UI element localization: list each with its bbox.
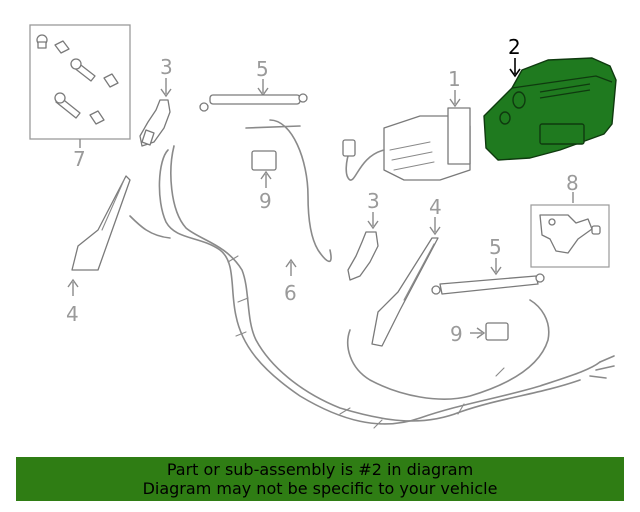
part-7-hardware-kit[interactable] — [29, 24, 131, 148]
callout-3-right: 3 — [367, 189, 380, 213]
callout-5-lower: 5 — [489, 235, 502, 259]
part-4-gas-strut-right[interactable] — [371, 217, 441, 347]
part-4-gas-strut-left[interactable] — [67, 175, 131, 296]
callout-4-left: 4 — [66, 302, 79, 326]
part-2-highlighted-module[interactable] — [483, 57, 617, 161]
callout-4-right: 4 — [429, 195, 442, 219]
part-8-hinge-bracket[interactable] — [530, 192, 610, 268]
part-5-support-rod-upper[interactable] — [199, 79, 308, 112]
part-1-control-module[interactable] — [342, 90, 471, 181]
callout-1: 1 — [448, 67, 461, 91]
part-5-support-rod-lower[interactable] — [431, 258, 545, 295]
callout-8: 8 — [566, 171, 579, 195]
callout-9-lower: 9 — [450, 322, 463, 346]
callout-7: 7 — [73, 147, 86, 171]
callout-6: 6 — [284, 281, 297, 305]
part-6-cable-harness[interactable] — [129, 119, 615, 429]
part-9-bracket-upper[interactable] — [251, 150, 277, 188]
banner-line-2: Diagram may not be specific to your vehi… — [142, 479, 498, 498]
part-3-lock-actuator-left[interactable] — [139, 78, 172, 147]
part-9-bracket-lower[interactable] — [470, 322, 509, 341]
banner-line-1: Part or sub-assembly is #2 in diagram — [166, 460, 474, 479]
parts-diagram: 1 2 3 3 4 4 5 5 6 7 8 9 9 — [29, 24, 617, 429]
part-3-lock-actuator-right[interactable] — [347, 212, 379, 281]
callout-2: 2 — [508, 35, 521, 59]
callout-9-upper: 9 — [259, 189, 272, 213]
callout-3-left: 3 — [160, 55, 173, 79]
callout-5-upper: 5 — [256, 57, 269, 81]
diagram-notice-banner: Part or sub-assembly is #2 in diagram Di… — [16, 457, 624, 501]
